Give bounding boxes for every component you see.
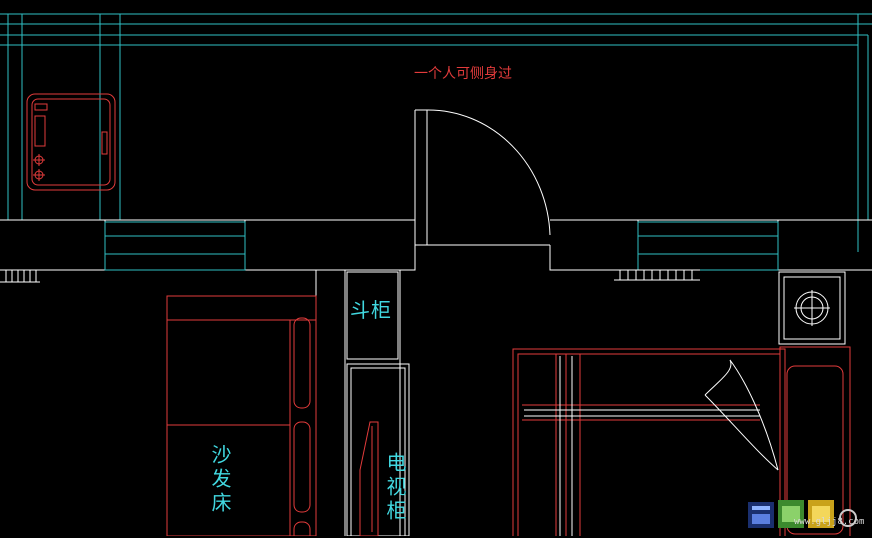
- radiator-right: [614, 269, 700, 281]
- watermark-icon: [748, 500, 857, 528]
- watermark-url: www.gljj8.com: [794, 517, 865, 527]
- tv-icon: [359, 421, 379, 536]
- window-left: [104, 221, 246, 271]
- nightstand-outline: [778, 271, 846, 345]
- window-right: [637, 221, 779, 271]
- bed-outline: [512, 348, 786, 536]
- appliance-icon: [26, 93, 116, 191]
- side-cabinet-outline: [779, 346, 851, 536]
- door-swing: [426, 109, 551, 245]
- sofa-bed-outline: [166, 295, 317, 536]
- tv-cabinet-label: 电视柜: [383, 452, 407, 524]
- cabinet-label: 斗柜: [350, 298, 392, 322]
- tv-cabinet-outline: [346, 363, 410, 536]
- radiator-left: [0, 269, 40, 283]
- lamp-icon: [794, 290, 830, 326]
- sofa-bed-label: 沙发床: [208, 444, 232, 516]
- bed-lines: [524, 356, 779, 536]
- axis-lines: [0, 13, 872, 252]
- passage-note: 一个人可侧身过: [414, 66, 512, 82]
- walls: [0, 109, 872, 536]
- watermark-logo: www.gljj8.com: [748, 494, 868, 534]
- cabinet-outline: [346, 271, 399, 360]
